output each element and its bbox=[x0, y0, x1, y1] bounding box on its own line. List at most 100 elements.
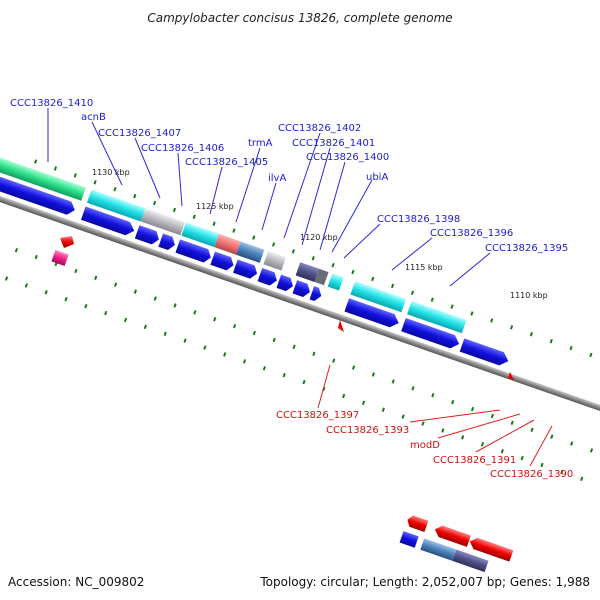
gene-label: CCC13826_1405 bbox=[185, 157, 268, 168]
leader-line bbox=[283, 132, 321, 239]
gene-label: CCC13826_1395 bbox=[485, 243, 568, 254]
tick-mark bbox=[450, 304, 454, 309]
gene-label: CCC13826_1391 bbox=[433, 455, 516, 466]
leader-line bbox=[134, 137, 161, 199]
cog-block bbox=[140, 208, 186, 236]
cds-reverse bbox=[434, 525, 471, 547]
tick-mark bbox=[113, 186, 117, 192]
cog-block bbox=[350, 281, 407, 313]
tick-mark bbox=[451, 399, 455, 405]
tick-mark bbox=[410, 290, 415, 296]
tick-mark bbox=[173, 303, 177, 308]
tick-mark bbox=[549, 338, 553, 344]
tick-mark bbox=[93, 180, 97, 185]
tick-mark bbox=[84, 303, 88, 309]
tick-mark bbox=[302, 379, 306, 385]
cds-reverse bbox=[407, 515, 429, 533]
tick-mark bbox=[64, 297, 68, 302]
backbone bbox=[0, 183, 600, 426]
cds-forward bbox=[344, 298, 399, 328]
kbp-label: 1125 kbp bbox=[196, 202, 234, 211]
tick-mark bbox=[381, 407, 385, 412]
tick-mark bbox=[74, 268, 78, 274]
tick-mark bbox=[540, 462, 544, 468]
tick-mark bbox=[470, 311, 474, 316]
cog-block bbox=[86, 189, 146, 222]
leader-line bbox=[91, 121, 123, 186]
cds-forward bbox=[158, 233, 175, 250]
tick-mark bbox=[470, 406, 475, 412]
gene-label: CCC13826_1401 bbox=[292, 138, 375, 149]
tick-mark bbox=[183, 338, 187, 343]
tick-mark bbox=[14, 247, 19, 253]
tick-mark bbox=[212, 221, 216, 226]
cds-reverse bbox=[338, 320, 344, 332]
cds-forward bbox=[309, 286, 322, 301]
cog-block bbox=[236, 241, 265, 263]
genome-band bbox=[0, 149, 600, 482]
leader-line bbox=[449, 252, 491, 287]
cds-forward bbox=[401, 318, 460, 349]
tick-mark bbox=[172, 207, 177, 213]
tick-row-outer bbox=[34, 159, 593, 358]
tick-mark bbox=[342, 393, 346, 399]
cds-forward bbox=[210, 251, 234, 271]
tick-mark bbox=[461, 435, 465, 440]
leader-line bbox=[301, 147, 331, 246]
tick-mark bbox=[104, 310, 108, 316]
tick-mark bbox=[312, 351, 316, 356]
gene-label: ilvA bbox=[268, 173, 286, 184]
cds-reverse bbox=[60, 236, 74, 248]
gene-label: CCC13826_1407 bbox=[98, 128, 181, 139]
cog-block bbox=[214, 233, 241, 255]
tick-mark bbox=[153, 200, 157, 206]
gene-label: CCC13826_1400 bbox=[306, 152, 389, 163]
tick-mark bbox=[332, 358, 336, 363]
tick-mark bbox=[163, 331, 167, 336]
tick-mark bbox=[53, 166, 58, 171]
tick-mark bbox=[271, 242, 276, 247]
tick-mark bbox=[123, 317, 128, 323]
cds-forward bbox=[292, 280, 310, 298]
tick-mark bbox=[133, 289, 138, 294]
map-title: Campylobacter concisus 13826, complete g… bbox=[147, 11, 452, 25]
tick-mark bbox=[44, 290, 48, 295]
tick-mark bbox=[480, 442, 485, 447]
cds-forward bbox=[0, 166, 75, 215]
tick-mark bbox=[401, 414, 405, 419]
cog-block bbox=[420, 538, 457, 561]
tick-mark bbox=[580, 476, 584, 482]
tick-mark bbox=[242, 359, 247, 364]
cds-reverse bbox=[508, 372, 514, 380]
gene-label: ubiA bbox=[366, 172, 388, 183]
cog-block bbox=[314, 268, 329, 286]
tick-mark bbox=[252, 330, 256, 336]
tick-mark bbox=[311, 256, 315, 261]
kbp-label: 1110 kbp bbox=[510, 291, 548, 300]
tick-mark bbox=[490, 318, 494, 323]
cds-forward bbox=[399, 531, 419, 548]
leader-line bbox=[409, 409, 501, 423]
leader-line bbox=[391, 237, 433, 271]
tick-mark bbox=[371, 276, 375, 282]
tick-mark bbox=[94, 275, 98, 281]
tick-mark bbox=[252, 235, 256, 240]
cog-block bbox=[407, 301, 467, 334]
tick-mark bbox=[520, 455, 524, 461]
tick-mark bbox=[361, 400, 366, 406]
tick-mark bbox=[24, 283, 28, 288]
kbp-label: 1120 kbp bbox=[300, 233, 338, 242]
cds-forward bbox=[134, 225, 159, 245]
tick-mark bbox=[223, 352, 227, 357]
cds-forward bbox=[459, 338, 509, 366]
tick-row-inner-1 bbox=[14, 247, 594, 453]
tick-mark bbox=[213, 317, 217, 322]
tick-mark bbox=[73, 173, 77, 178]
tick-mark bbox=[143, 324, 147, 330]
tick-mark bbox=[192, 214, 196, 220]
tick-mark bbox=[411, 386, 415, 391]
leader-line bbox=[261, 182, 277, 231]
gene-label: acnB bbox=[81, 112, 106, 123]
leader-line bbox=[437, 413, 521, 439]
